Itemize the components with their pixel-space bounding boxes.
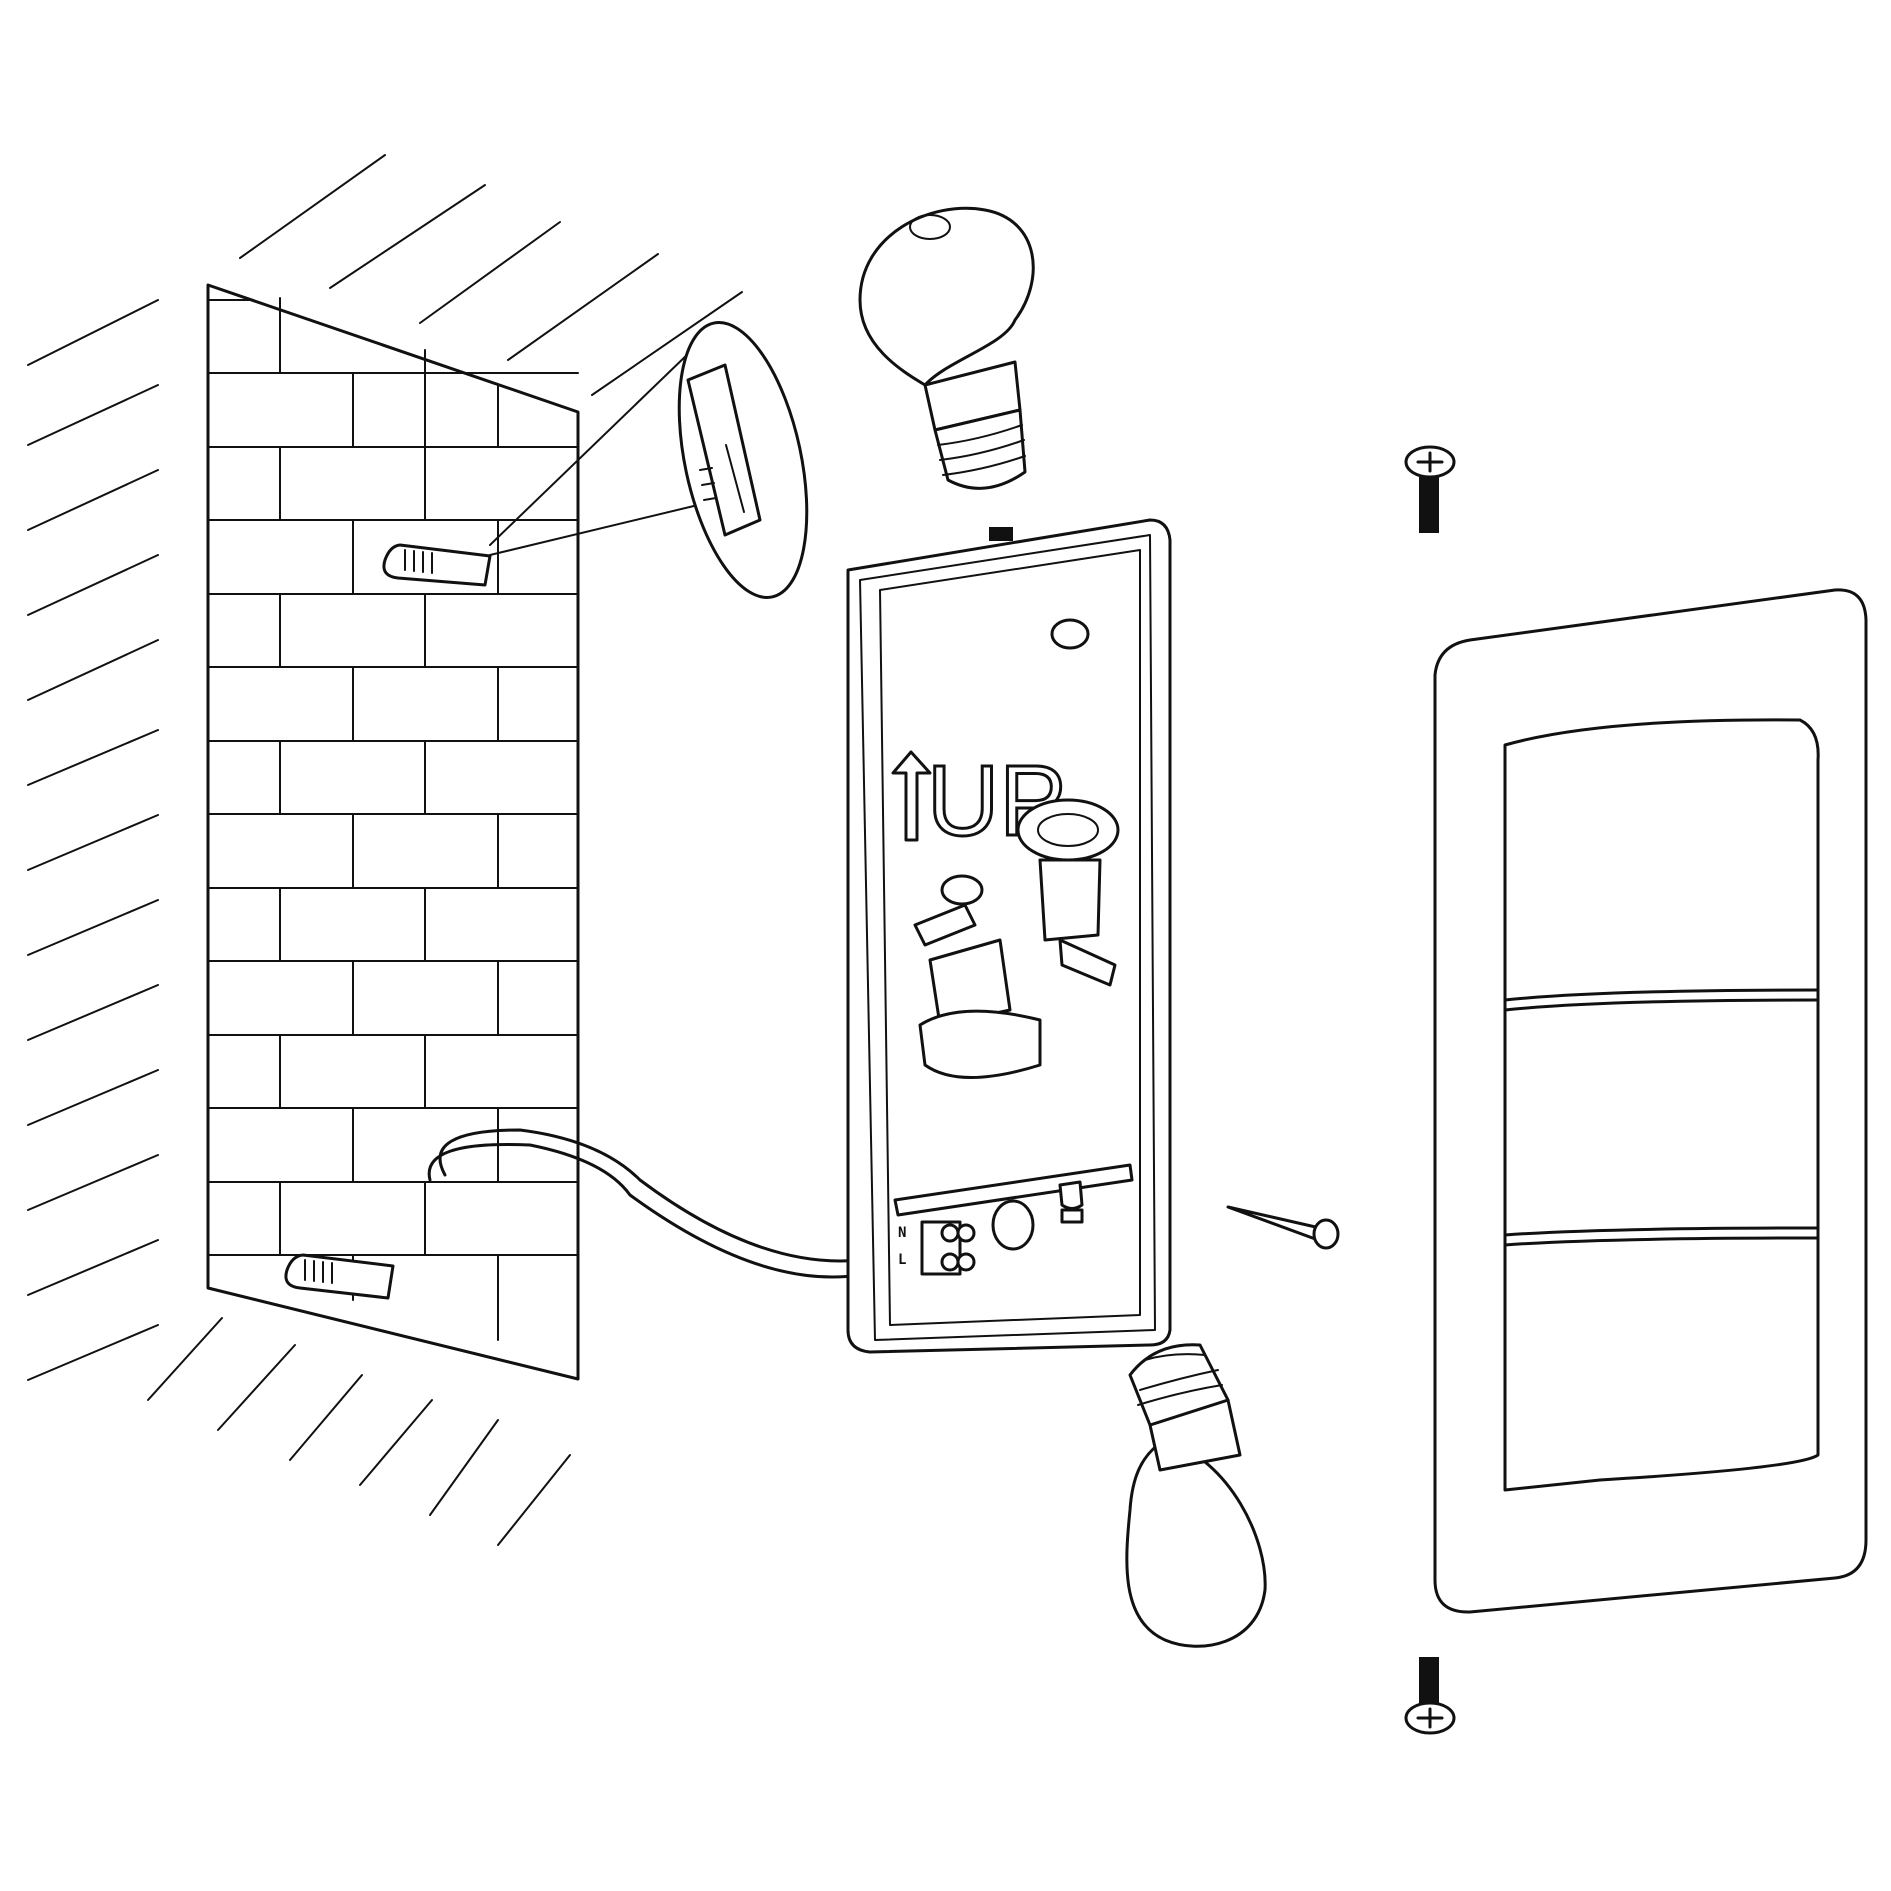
- wood-screw-lower: [1226, 1205, 1340, 1250]
- terminal-block: N L: [898, 1220, 976, 1276]
- bulb-lower: [1125, 1343, 1267, 1648]
- lamp-cover: [1433, 588, 1868, 1614]
- terminal-n-label: N: [898, 1225, 906, 1241]
- screw-lower: [1404, 1657, 1456, 1735]
- wall: [27, 154, 743, 1546]
- wall-plug-upper: [382, 543, 492, 587]
- wall-hatching: [27, 154, 743, 1546]
- lamp-socket-lower: [913, 874, 1042, 1079]
- wall-plug-detail: [489, 321, 809, 599]
- cable: [438, 1128, 862, 1263]
- brick-mortar-lines: [207, 297, 579, 1341]
- wall-plug-lower: [284, 1253, 395, 1300]
- mounting-plate: UP N L: [846, 518, 1172, 1354]
- screw-upper: [1404, 445, 1456, 533]
- up-arrow-icon: [891, 750, 932, 842]
- bulb-upper: [858, 206, 1035, 490]
- terminal-l-label: L: [898, 1252, 906, 1268]
- lamp-socket-upper: [1016, 798, 1120, 987]
- brick-wall: [206, 283, 580, 1381]
